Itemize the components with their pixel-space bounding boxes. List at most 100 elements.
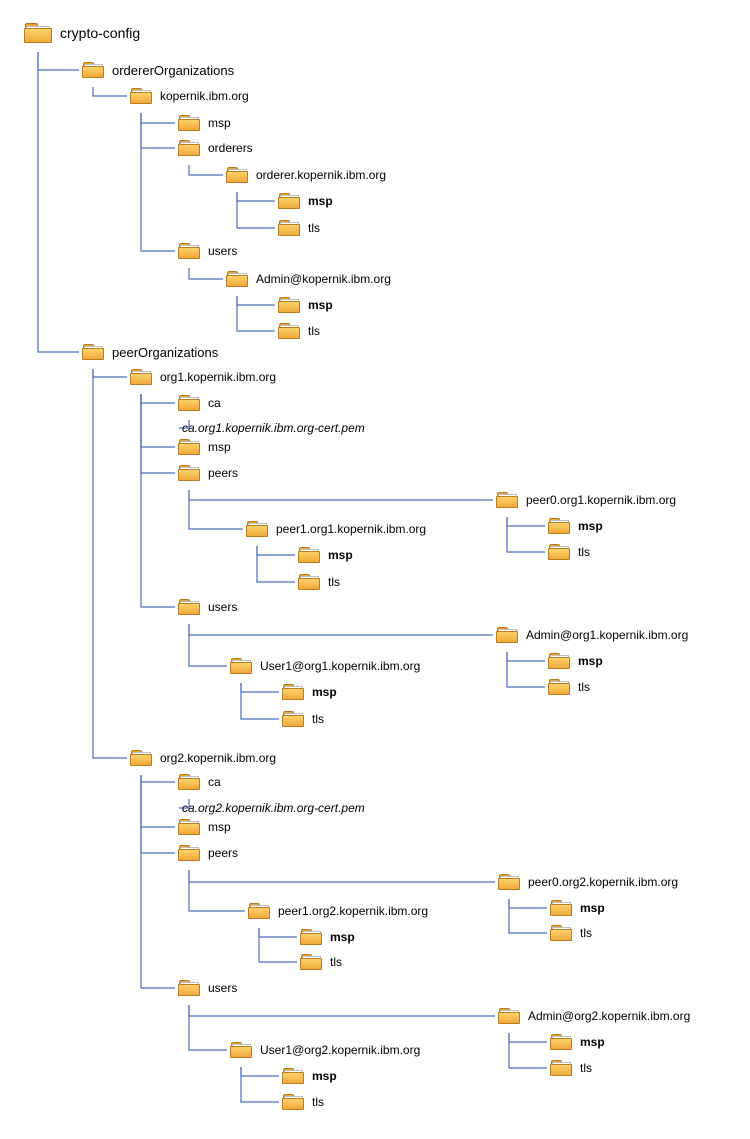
tree-node-msp[interactable]: msp	[282, 1068, 337, 1084]
tree-node-kopernik-ibm-org[interactable]: kopernik.ibm.org	[130, 88, 249, 104]
tree-node-msp[interactable]: msp	[282, 684, 337, 700]
node-label: kopernik.ibm.org	[160, 89, 249, 103]
connector-line	[92, 369, 127, 759]
tree-node-admin-org1-kopernik-ibm-org[interactable]: Admin@org1.kopernik.ibm.org	[496, 627, 688, 643]
folder-icon	[248, 903, 270, 919]
tree-node-ca-org2-kopernik-ibm-org-cert-pem[interactable]: ca.org2.kopernik.ibm.org-cert.pem	[182, 800, 365, 816]
tree-node-tls[interactable]: tls	[298, 574, 340, 590]
node-label: peer1.org2.kopernik.ibm.org	[278, 904, 429, 918]
node-label: peer0.org2.kopernik.ibm.org	[528, 875, 679, 889]
tree-node-org1-kopernik-ibm-org[interactable]: org1.kopernik.ibm.org	[130, 369, 276, 385]
folder-icon	[300, 929, 322, 945]
node-label: msp	[308, 194, 333, 208]
connector-line	[240, 1067, 279, 1077]
tree-node-msp[interactable]: msp	[298, 547, 353, 563]
connector-line	[140, 113, 175, 252]
tree-node-tls[interactable]: tls	[278, 323, 320, 339]
tree-node-orderer-kopernik-ibm-org[interactable]: orderer.kopernik.ibm.org	[226, 167, 386, 183]
tree-node-tls[interactable]: tls	[282, 1094, 324, 1110]
tree-node-tls[interactable]: tls	[548, 544, 590, 560]
connector-line	[508, 899, 547, 934]
tree-node-tls[interactable]: tls	[548, 679, 590, 695]
tree-node-peer0-org1-kopernik-ibm-org[interactable]: peer0.org1.kopernik.ibm.org	[496, 492, 676, 508]
node-label: peers	[208, 466, 239, 480]
tree-node-ca[interactable]: ca	[178, 774, 221, 790]
tree-node-ca[interactable]: ca	[178, 395, 221, 411]
connector-line	[236, 192, 275, 229]
tree-node-msp[interactable]: msp	[548, 653, 603, 669]
connector-line	[188, 870, 495, 883]
tree-node-tls[interactable]: tls	[550, 925, 592, 941]
folder-icon	[178, 140, 200, 156]
node-label: tls	[580, 1061, 592, 1075]
node-label: tls	[578, 680, 590, 694]
folder-icon	[178, 243, 200, 259]
tree-node-msp[interactable]: msp	[548, 518, 603, 534]
node-label: msp	[330, 930, 355, 944]
folder-icon	[550, 1034, 572, 1050]
folder-icon	[230, 1042, 252, 1058]
tree-node-tls[interactable]: tls	[282, 711, 324, 727]
folder-icon	[298, 574, 320, 590]
tree-node-user1-org2-kopernik-ibm-org[interactable]: User1@org2.kopernik.ibm.org	[230, 1042, 420, 1058]
connector-line	[92, 87, 127, 97]
tree-node-msp[interactable]: msp	[550, 900, 605, 916]
tree-node-peer1-org2-kopernik-ibm-org[interactable]: peer1.org2.kopernik.ibm.org	[248, 903, 428, 919]
folder-icon	[130, 369, 152, 385]
tree-node-admin-kopernik-ibm-org[interactable]: Admin@kopernik.ibm.org	[226, 271, 391, 287]
tree-node-msp[interactable]: msp	[178, 439, 231, 455]
folder-icon	[550, 900, 572, 916]
node-label: tls	[308, 221, 320, 235]
folder-icon	[548, 544, 570, 560]
tree-node-peers[interactable]: peers	[178, 465, 238, 481]
tree-node-ca-org1-kopernik-ibm-org-cert-pem[interactable]: ca.org1.kopernik.ibm.org-cert.pem	[182, 420, 365, 436]
node-label: peer1.org1.kopernik.ibm.org	[276, 522, 427, 536]
connector-line	[236, 296, 275, 332]
tree-node-tls[interactable]: tls	[550, 1060, 592, 1076]
node-label: crypto-config	[60, 25, 141, 41]
node-label: ca.org2.kopernik.ibm.org-cert.pem	[182, 801, 365, 815]
tree-node-org2-kopernik-ibm-org[interactable]: org2.kopernik.ibm.org	[130, 750, 276, 766]
tree-node-admin-org2-kopernik-ibm-org[interactable]: Admin@org2.kopernik.ibm.org	[498, 1008, 690, 1024]
tree-node-tls[interactable]: tls	[300, 954, 342, 970]
connector-line	[140, 394, 175, 404]
tree-node-users[interactable]: users	[178, 980, 237, 996]
node-label: Admin@kopernik.ibm.org	[256, 272, 391, 286]
tree-node-peer1-org1-kopernik-ibm-org[interactable]: peer1.org1.kopernik.ibm.org	[246, 521, 426, 537]
tree-node-orderers[interactable]: orderers	[178, 140, 253, 156]
tree-node-peerorganizations[interactable]: peerOrganizations	[82, 344, 218, 360]
connector-line	[506, 517, 545, 527]
tree-node-msp[interactable]: msp	[550, 1034, 605, 1050]
node-label: msp	[312, 1069, 337, 1083]
connector-line	[188, 268, 223, 280]
tree-node-msp[interactable]: msp	[178, 819, 231, 835]
tree-node-msp[interactable]: msp	[278, 193, 333, 209]
tree-node-peer0-org2-kopernik-ibm-org[interactable]: peer0.org2.kopernik.ibm.org	[498, 874, 678, 890]
node-label: Admin@org1.kopernik.ibm.org	[526, 628, 689, 642]
tree-node-peers[interactable]: peers	[178, 845, 238, 861]
tree-node-user1-org1-kopernik-ibm-org[interactable]: User1@org1.kopernik.ibm.org	[230, 658, 420, 674]
node-label: ca.org1.kopernik.ibm.org-cert.pem	[182, 421, 365, 435]
tree-node-crypto-config[interactable]: crypto-config	[24, 23, 140, 43]
tree-node-msp[interactable]: msp	[300, 929, 355, 945]
tree-node-users[interactable]: users	[178, 243, 237, 259]
tree-node-users[interactable]: users	[178, 599, 237, 615]
tree-node-ordererorganizations[interactable]: ordererOrganizations	[82, 62, 234, 78]
node-label: org2.kopernik.ibm.org	[160, 751, 277, 765]
tree-node-msp[interactable]: msp	[278, 297, 333, 313]
tree-node-tls[interactable]: tls	[278, 220, 320, 236]
connector-line	[240, 1067, 279, 1103]
folder-icon	[82, 62, 104, 78]
node-label: msp	[578, 654, 603, 668]
folder-icon	[300, 954, 322, 970]
node-label: peer0.org1.kopernik.ibm.org	[526, 493, 677, 507]
node-label: orderers	[208, 141, 253, 155]
folder-icon	[24, 23, 52, 43]
node-label: User1@org2.kopernik.ibm.org	[260, 1043, 421, 1057]
node-label: msp	[580, 901, 605, 915]
connector-line	[140, 394, 175, 474]
connector-line	[506, 652, 545, 688]
connector-line	[508, 1033, 547, 1043]
tree-node-msp[interactable]: msp	[178, 115, 231, 131]
node-label: users	[208, 600, 238, 614]
